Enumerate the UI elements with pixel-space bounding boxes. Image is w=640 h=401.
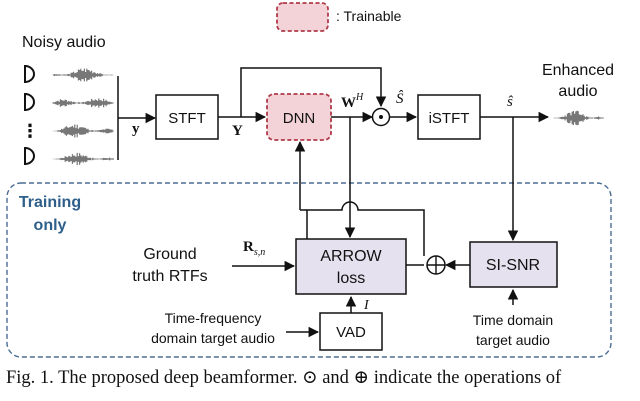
odot-operator (371, 107, 391, 127)
enhanced-audio-label-line1: Enhanced (542, 62, 614, 79)
noisy-waveform (52, 98, 114, 108)
time-target-label-line1: Time domain (473, 312, 553, 328)
arrow-loss-label-line1: ARROW (320, 248, 382, 265)
noisy-waveforms (52, 68, 114, 166)
symbol-W: WH (341, 92, 364, 111)
training-only-region (6, 182, 612, 358)
microphone-icon (24, 65, 35, 83)
ground-truth-label-line2: truth RTFs (132, 268, 207, 285)
microphone-icon (24, 93, 35, 111)
noisy-audio-label: Noisy audio (22, 34, 106, 51)
input-bracket (117, 76, 157, 160)
dnn-block (266, 93, 332, 141)
symbol-I: I (363, 298, 370, 313)
oplus-operator (426, 255, 446, 275)
symbol-y: y (132, 121, 140, 137)
microphone-icon (24, 147, 35, 165)
symbol-s-hat: ŝ (507, 94, 513, 110)
time-target-label-line2: target audio (476, 332, 550, 348)
stft-label: STFT (168, 110, 206, 127)
enhanced-waveform (553, 110, 604, 126)
tf-target-label-line1: Time-frequency (165, 310, 262, 326)
istft-label: iSTFT (429, 110, 470, 127)
arrow-loss-block (295, 238, 407, 295)
si-snr-block (469, 241, 558, 288)
dnn-label: DNN (283, 110, 316, 127)
arrow-bypass-to-multiplier (240, 67, 387, 117)
enhanced-audio-label-line2: audio (558, 83, 597, 100)
noisy-waveform (52, 124, 114, 138)
vad-label: VAD (336, 324, 366, 341)
symbol-Y: Y (232, 123, 243, 139)
si-snr-label: SI-SNR (486, 257, 540, 274)
noisy-waveform (52, 152, 114, 166)
more-microphones-dots: ⋮ (21, 121, 39, 141)
trainable-legend-label: : Trainable (336, 8, 402, 24)
noisy-waveform (52, 68, 114, 82)
training-label-line1: Training (19, 194, 81, 211)
ground-truth-label-line1: Ground (143, 246, 196, 263)
training-label-line2: only (34, 217, 67, 234)
arrow-loss-label-line2: loss (337, 270, 365, 287)
symbol-R: Rs,n (243, 239, 265, 258)
tf-target-label-line2: domain target audio (151, 330, 275, 346)
trainable-legend-box (276, 2, 329, 32)
symbol-S-hat: Ŝ (396, 90, 404, 107)
figure-caption: Fig. 1. The proposed deep beamformer. ⊙ … (6, 368, 562, 388)
